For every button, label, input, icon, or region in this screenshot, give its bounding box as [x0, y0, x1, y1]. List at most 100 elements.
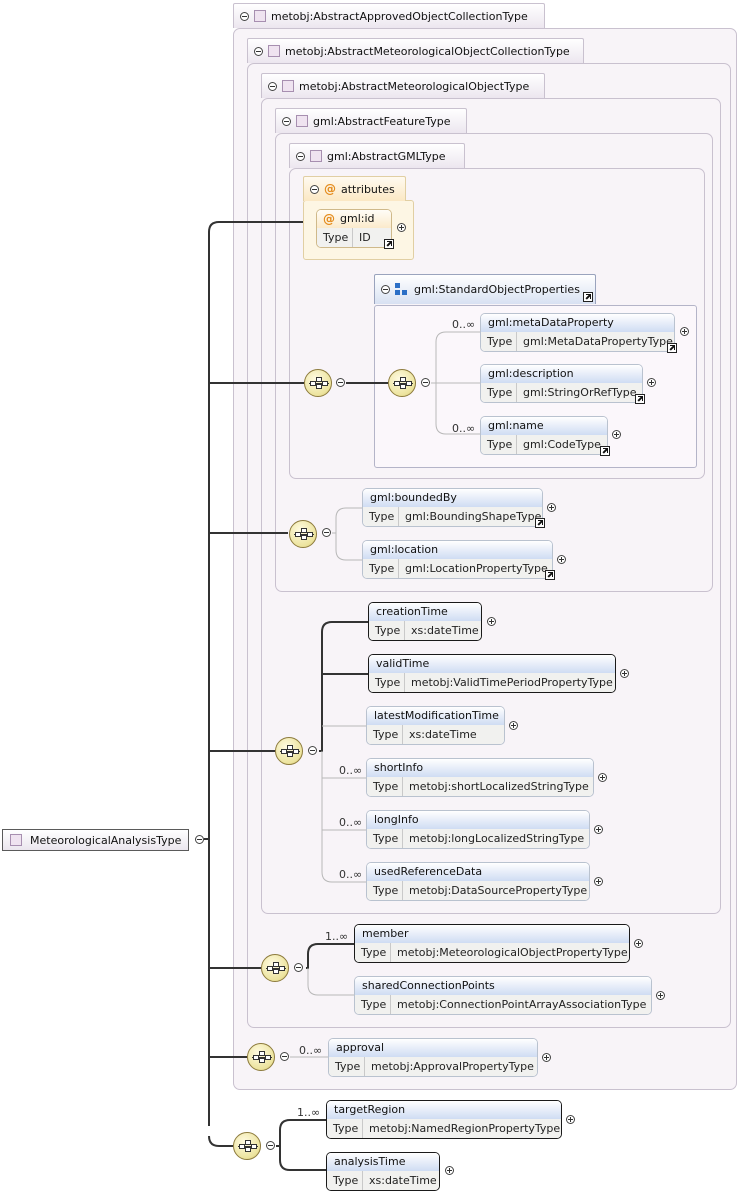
- type-link-icon[interactable]: [583, 292, 593, 302]
- tab-gml[interactable]: gml:AbstractGMLType: [289, 143, 465, 168]
- type-key: Type: [327, 1171, 363, 1190]
- expand-toggle-icon[interactable]: [647, 378, 656, 387]
- collapse-toggle-icon[interactable]: [381, 285, 390, 294]
- collapse-toggle-icon[interactable]: [266, 1141, 275, 1150]
- type-link-icon[interactable]: [635, 394, 645, 404]
- type-value: metobj:DataSourcePropertyType: [409, 884, 588, 897]
- type-key: Type: [327, 1119, 363, 1138]
- cardinality-label: 0..∞: [299, 1044, 323, 1057]
- type-value: metobj:ValidTimePeriodPropertyType: [411, 676, 613, 689]
- expand-toggle-icon[interactable]: [634, 939, 643, 948]
- type-value: gml:BoundingShapeType: [405, 510, 542, 523]
- collapse-toggle-icon[interactable]: [240, 11, 249, 21]
- type-key: Type: [369, 673, 405, 692]
- element-name: gml:metaDataProperty: [481, 314, 674, 332]
- element-name: targetRegion: [327, 1101, 561, 1119]
- collapse-toggle-icon[interactable]: [310, 184, 319, 194]
- tab-standard-object-properties[interactable]: gml:StandardObjectProperties: [374, 274, 596, 304]
- type-label: gml:AbstractFeatureType: [313, 114, 451, 128]
- type-link-icon[interactable]: [545, 570, 555, 580]
- expand-toggle-icon[interactable]: [509, 721, 518, 730]
- collapse-toggle-icon[interactable]: [268, 81, 277, 91]
- sequence-compositor-icon: [275, 737, 303, 765]
- expand-toggle-icon[interactable]: [680, 327, 689, 336]
- sequence-compositor-icon: [304, 369, 332, 397]
- tab-attributes[interactable]: @ attributes: [303, 176, 406, 201]
- element-metadataproperty[interactable]: gml:metaDataProperty Type gml:MetaDataPro…: [480, 313, 677, 353]
- element-name: usedReferenceData: [367, 863, 589, 881]
- expand-toggle-icon[interactable]: [557, 555, 566, 564]
- collapse-toggle-icon[interactable]: [282, 116, 291, 126]
- tab-met-object[interactable]: metobj:AbstractMeteorologicalObjectType: [261, 73, 545, 98]
- expand-toggle-icon[interactable]: [612, 430, 621, 439]
- complex-type-icon: [268, 45, 280, 57]
- type-key: Type: [481, 435, 517, 454]
- type-key: Type: [481, 332, 517, 351]
- attribute-icon: @: [324, 182, 336, 196]
- type-link-icon[interactable]: [667, 343, 677, 353]
- sequence-compositor-icon: [261, 954, 289, 982]
- attributes-label: attributes: [341, 182, 395, 196]
- cardinality-label: 1..∞: [297, 1106, 321, 1119]
- tab-approved-collection[interactable]: metobj:AbstractApprovedObjectCollectionT…: [233, 3, 545, 28]
- collapse-toggle-icon[interactable]: [322, 528, 331, 537]
- collapse-toggle-icon[interactable]: [280, 1052, 289, 1061]
- collapse-toggle-icon[interactable]: [308, 746, 317, 755]
- expand-toggle-icon[interactable]: [598, 773, 607, 782]
- type-key: Type: [481, 383, 517, 402]
- complex-type-icon: [310, 150, 322, 162]
- expand-toggle-icon[interactable]: [566, 1115, 575, 1124]
- cardinality-label: 0..∞: [339, 868, 363, 881]
- expand-toggle-icon[interactable]: [594, 877, 603, 886]
- cardinality-label: 0..∞: [339, 764, 363, 777]
- expand-toggle-icon[interactable]: [620, 669, 629, 678]
- element-usedreferencedata[interactable]: usedReferenceData Type metobj:DataSourceP…: [366, 862, 590, 901]
- type-link-icon[interactable]: [384, 239, 394, 249]
- element-name: longInfo: [367, 811, 589, 829]
- type-key: Type: [329, 1057, 365, 1076]
- collapse-toggle-icon[interactable]: [294, 963, 303, 972]
- type-value: xs:dateTime: [369, 1174, 437, 1187]
- expand-toggle-icon[interactable]: [656, 991, 665, 1000]
- type-key: Type: [367, 881, 403, 900]
- type-value: gml:MetaDataPropertyType: [523, 335, 673, 348]
- type-link-icon[interactable]: [535, 518, 545, 528]
- sequence-compositor-icon: [233, 1132, 261, 1160]
- root-type[interactable]: MeteorologicalAnalysisType: [2, 829, 189, 851]
- expand-toggle-icon[interactable]: [594, 825, 603, 834]
- collapse-toggle-icon[interactable]: [336, 378, 345, 387]
- collapse-toggle-icon[interactable]: [254, 46, 263, 56]
- attribute-icon: @: [323, 212, 335, 226]
- collapse-toggle-icon[interactable]: [296, 151, 305, 161]
- type-value: gml:CodeType: [523, 438, 601, 451]
- expand-toggle-icon[interactable]: [547, 503, 556, 512]
- type-link-icon[interactable]: [600, 446, 610, 456]
- element-name: gml:description: [481, 365, 642, 383]
- tab-met-collection[interactable]: metobj:AbstractMeteorologicalObjectColle…: [247, 38, 584, 63]
- type-key: Type: [369, 621, 405, 640]
- collapse-toggle-icon[interactable]: [195, 835, 204, 844]
- element-name: latestModificationTime: [367, 707, 504, 725]
- expand-toggle-icon[interactable]: [487, 617, 496, 626]
- collapse-toggle-icon[interactable]: [421, 378, 430, 387]
- expand-toggle-icon[interactable]: [445, 1166, 454, 1175]
- expand-toggle-icon[interactable]: [397, 223, 406, 232]
- complex-type-icon: [254, 10, 266, 22]
- expand-toggle-icon[interactable]: [542, 1053, 551, 1062]
- tab-feature[interactable]: gml:AbstractFeatureType: [275, 108, 467, 133]
